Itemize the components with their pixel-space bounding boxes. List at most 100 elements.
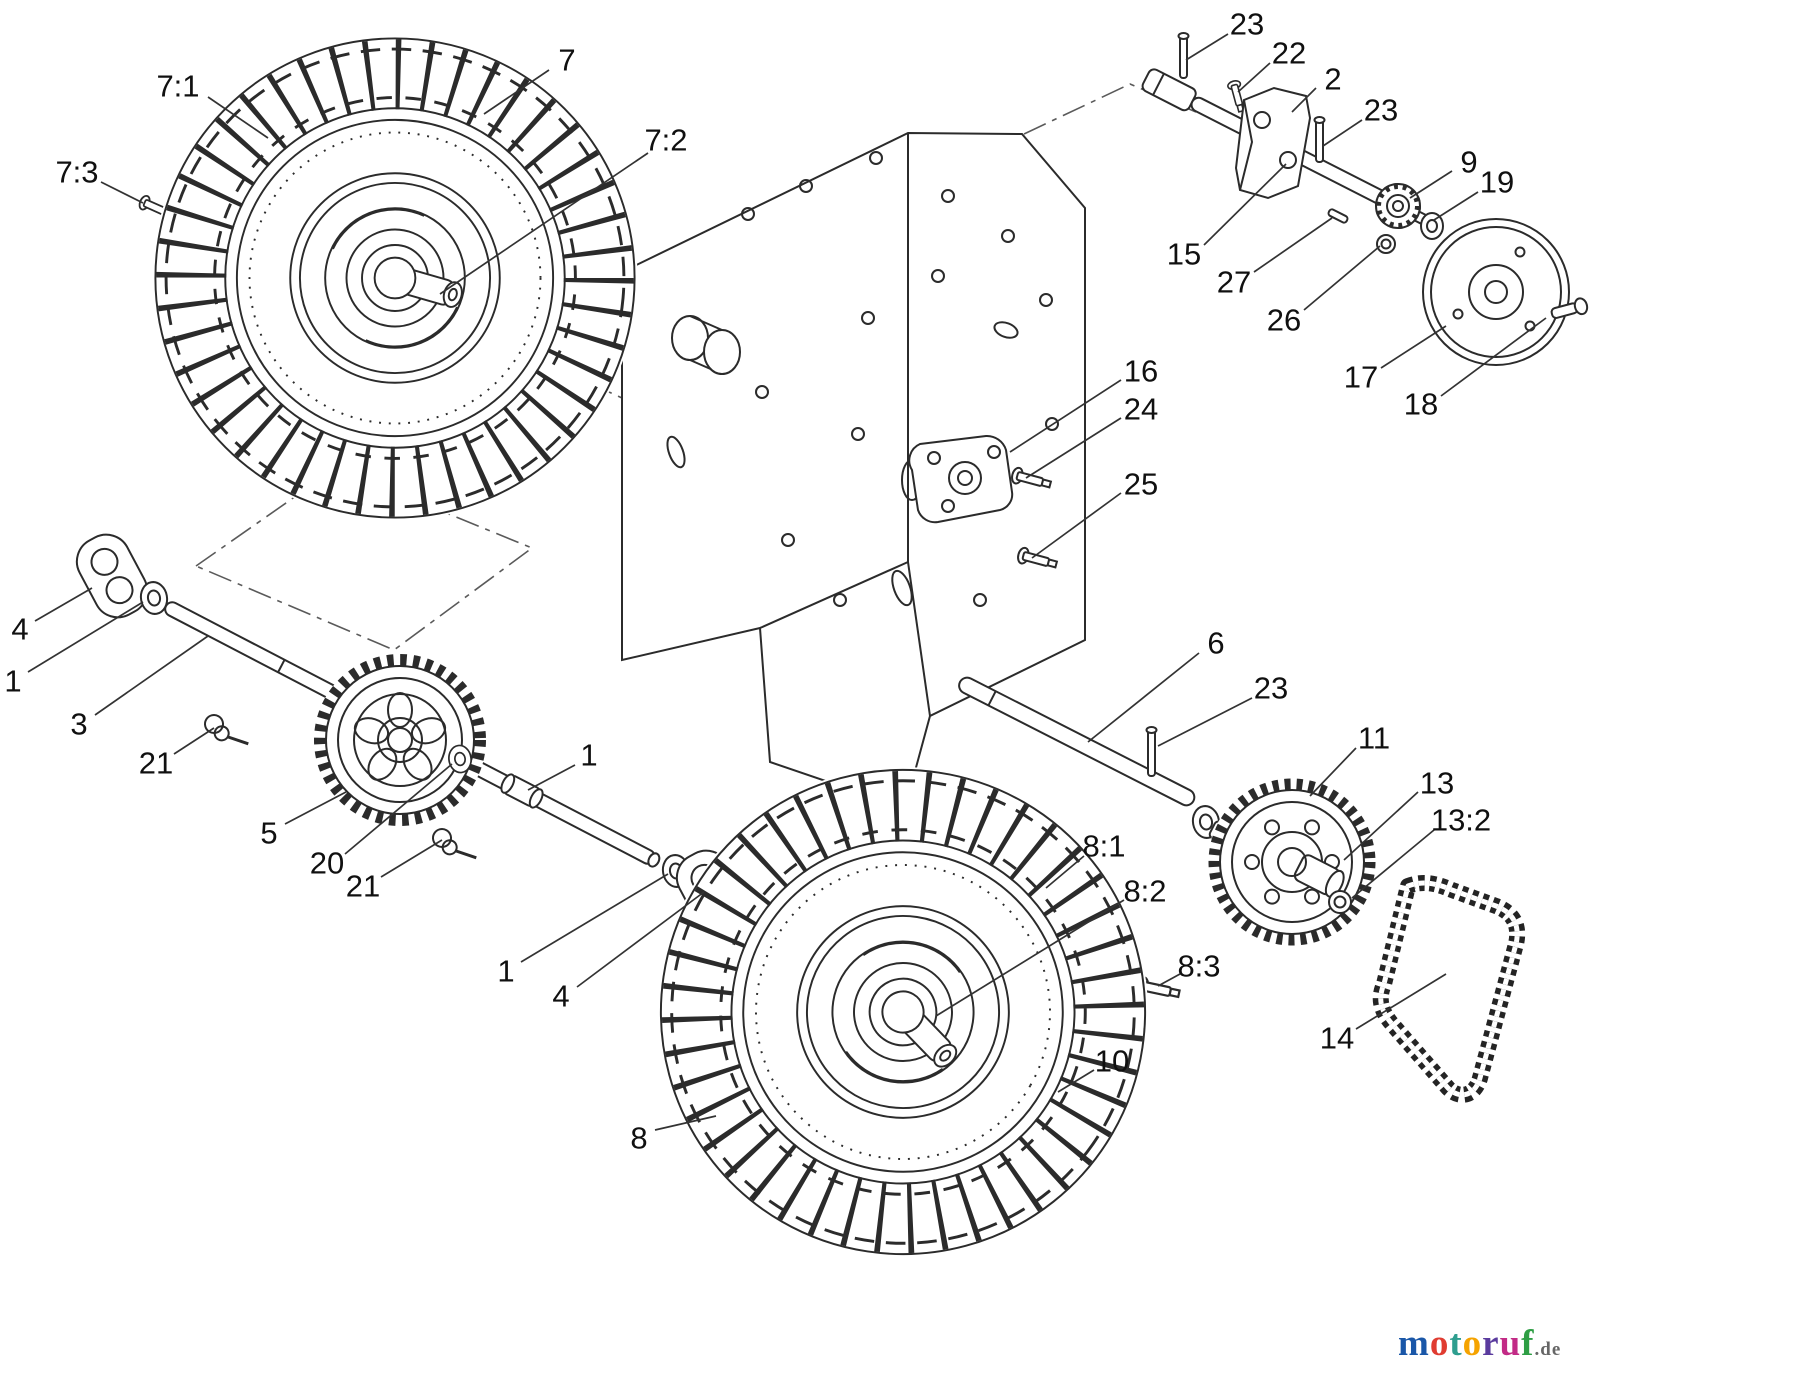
part-number-label: 9	[1460, 145, 1477, 180]
callout-15: 15	[1167, 163, 1287, 272]
part-number-label: 21	[346, 869, 380, 904]
leader-line	[576, 891, 705, 988]
washer	[1420, 212, 1444, 240]
logo-letter: o	[1462, 1323, 1483, 1364]
part-number-label: 23	[1254, 671, 1288, 706]
leader-line	[483, 69, 550, 115]
leader-line	[27, 601, 144, 673]
part-number-label: 7:1	[156, 69, 199, 104]
leader-line	[1031, 492, 1122, 559]
part-number-label: 22	[1272, 36, 1306, 71]
drive-chain	[1372, 875, 1526, 1103]
hub-bolt	[1550, 297, 1589, 319]
callout-layer: 7:177:27:3232222391915272617181624254132…	[4, 7, 1547, 1156]
callout-22: 22	[1237, 36, 1306, 93]
part-number-label: 10	[1095, 1044, 1129, 1079]
callout-6: 6	[1087, 626, 1225, 743]
part-number-label: 27	[1217, 265, 1251, 300]
part-number-label: 25	[1124, 467, 1158, 502]
leader-line	[1351, 829, 1435, 899]
clevis-pin	[1177, 32, 1190, 79]
axle-shaft-right	[958, 676, 1196, 807]
part-number-label: 4	[11, 612, 28, 647]
callout-10: 10	[1057, 1044, 1129, 1093]
part-number-label: 1	[580, 738, 597, 773]
logo-letter: m	[1398, 1323, 1430, 1364]
part-number-label: 3	[70, 707, 87, 742]
callout-21: 21	[346, 839, 443, 904]
callout-2: 2	[1291, 62, 1342, 113]
part-number-label: 11	[1358, 721, 1390, 756]
callout-21: 21	[139, 727, 215, 781]
logo-letter: t	[1449, 1323, 1463, 1364]
leader-line	[439, 152, 649, 295]
leader-line	[380, 839, 443, 878]
frame-boss-cylinder	[671, 315, 741, 375]
part-number-label: 5	[260, 816, 277, 851]
axle-assembly-upper-right	[1141, 32, 1589, 366]
leader-line	[1433, 191, 1479, 221]
hub-nut	[1328, 890, 1352, 914]
callout-1: 1	[497, 873, 669, 989]
callout-7-2: 7:2	[439, 123, 688, 295]
callout-4: 4	[11, 587, 93, 647]
klik-pin	[429, 820, 478, 869]
callout-26: 26	[1267, 245, 1381, 338]
leader-line	[207, 96, 269, 139]
leader-line	[34, 587, 93, 622]
leader-line	[1303, 245, 1381, 311]
logo-letter: f	[1521, 1323, 1535, 1364]
leader-line	[1355, 973, 1447, 1030]
callout-8: 8	[630, 1115, 717, 1156]
callout-8-1: 8:1	[1045, 829, 1126, 889]
leader-line	[100, 181, 144, 204]
leader-line	[935, 899, 1125, 1017]
part-number-label: 20	[310, 846, 344, 881]
motoruf-logo[interactable]: motoruf.de	[1398, 1322, 1561, 1365]
callout-13-2: 13:2	[1351, 803, 1491, 899]
callout-25: 25	[1031, 467, 1158, 559]
leader-line	[1237, 62, 1271, 93]
frame-housing	[621, 131, 1086, 810]
leader-line	[1309, 747, 1357, 797]
part-number-label: 6	[1207, 626, 1224, 661]
callout-17: 17	[1344, 325, 1447, 395]
drive-sprocket-left	[314, 654, 486, 826]
callout-13: 13	[1343, 766, 1454, 861]
callout-9: 9	[1409, 145, 1478, 199]
leader-line	[520, 873, 669, 963]
bearing-bracket	[901, 434, 1014, 524]
callout-7: 7	[483, 43, 576, 115]
front-left-wheel	[147, 30, 643, 526]
hub-disc	[1422, 218, 1570, 366]
part-number-label: 17	[1344, 360, 1378, 395]
leader-line	[654, 1115, 717, 1131]
part-number-label: 8	[630, 1121, 647, 1156]
part-number-label: 8:1	[1082, 829, 1125, 864]
right-axle-assembly	[958, 676, 1526, 1122]
callout-1: 1	[527, 738, 598, 791]
left-axle-assembly	[67, 525, 757, 943]
part-number-label: 13:2	[1431, 803, 1491, 838]
clevis-pin	[1145, 726, 1158, 777]
callout-23: 23	[1185, 7, 1264, 61]
part-number-label: 13	[1420, 766, 1454, 801]
leader-line	[1157, 973, 1181, 987]
part-number-label: 1	[497, 954, 514, 989]
part-number-label: 16	[1124, 354, 1158, 389]
part-number-label: 8:2	[1123, 874, 1166, 909]
leader-line	[1203, 163, 1287, 246]
leader-line	[284, 791, 347, 825]
callout-18: 18	[1404, 317, 1547, 422]
leader-line	[1291, 87, 1317, 113]
callout-20: 20	[310, 763, 453, 881]
part-number-label: 1	[4, 664, 21, 699]
roll-pin	[1327, 208, 1349, 224]
logo-letter: r	[1482, 1323, 1500, 1364]
callout-8-3: 8:3	[1157, 949, 1221, 987]
callout-5: 5	[260, 791, 347, 851]
leader-line	[1440, 317, 1547, 397]
axle-bushing	[67, 525, 157, 627]
leader-line	[173, 727, 215, 755]
